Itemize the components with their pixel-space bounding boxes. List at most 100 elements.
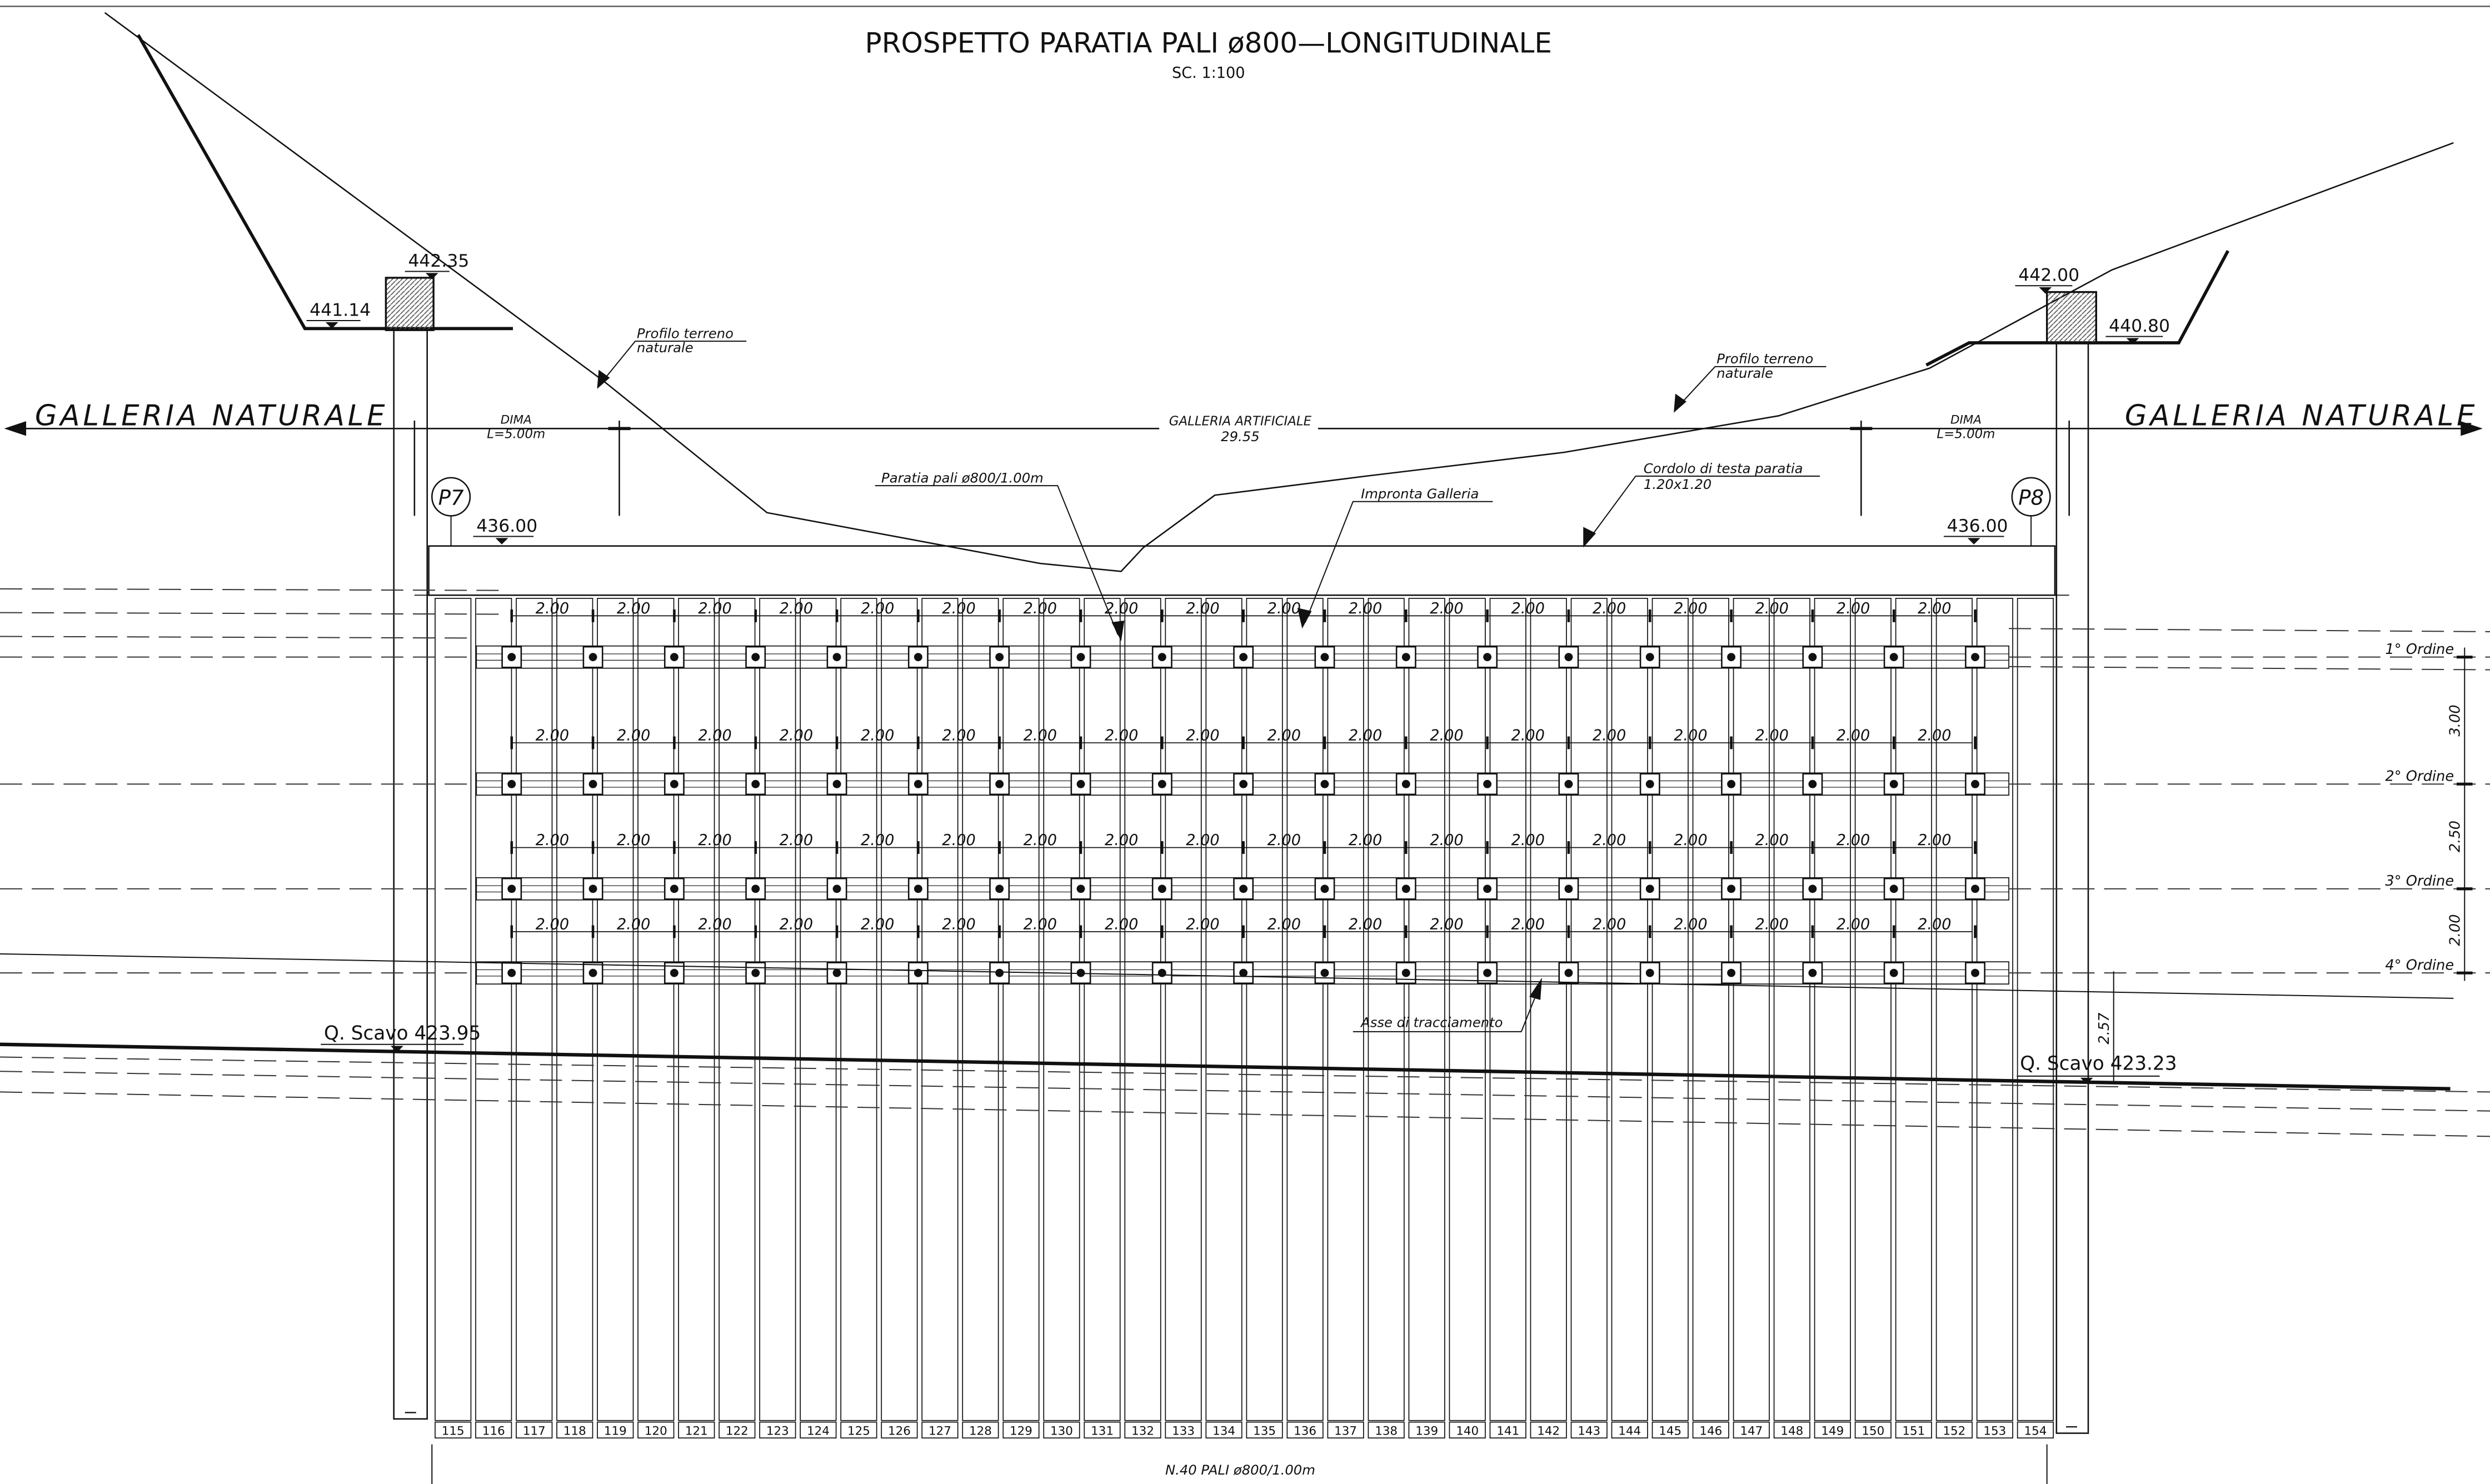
- anchor-head: [1971, 968, 1979, 977]
- bottom-note: N.40 PALI ø800/1.00m: [1165, 1462, 1315, 1478]
- spacing-label: 2.00: [1105, 832, 1138, 849]
- anchor-head: [1889, 885, 1898, 893]
- spacing-label: 2.00: [617, 727, 650, 745]
- spacing-label: 2.00: [1430, 727, 1463, 745]
- pile-number-label: 132: [1131, 1424, 1154, 1438]
- pile-141: [1489, 598, 1526, 1421]
- spacing-label: 2.00: [1268, 727, 1301, 745]
- anchor-head: [507, 780, 516, 788]
- pile-128: [962, 598, 999, 1421]
- pile-130: [1043, 598, 1080, 1421]
- pile-number-box: [1286, 1421, 1324, 1439]
- pile-number-label: 142: [1537, 1424, 1560, 1438]
- pile-133: [1165, 598, 1202, 1421]
- pile-number-box: [1733, 1421, 1770, 1439]
- pile-number-label: 124: [807, 1424, 830, 1438]
- pile-number-label: 154: [2024, 1424, 2047, 1438]
- pile-number-box: [1935, 1421, 1973, 1439]
- pile-number-box: [1124, 1421, 1161, 1439]
- pile-number-label: 129: [1010, 1424, 1032, 1438]
- spacing-label: 2.00: [1349, 727, 1382, 745]
- pile-number-label: 115: [442, 1424, 465, 1438]
- anchor-head: [1808, 653, 1817, 662]
- pile-number-box: [881, 1421, 918, 1439]
- drawing-scale: SC. 1:100: [1172, 64, 1245, 82]
- anchor-plate: [1314, 773, 1335, 796]
- anchor-head: [1564, 885, 1573, 893]
- profilo-left-label-1: Profilo terreno: [637, 325, 733, 341]
- pile-129: [1002, 598, 1040, 1421]
- asse-label: Asse di tracciamento: [1360, 1014, 1503, 1030]
- galleria-artificiale-length: 29.55: [1221, 428, 1259, 444]
- paratia-label: Paratia pali ø800/1.00m: [881, 469, 1044, 486]
- pile-152: [1935, 598, 1973, 1421]
- anchor-plate: [1233, 877, 1254, 900]
- anchor-plate: [1965, 877, 1985, 900]
- anchor-head: [1320, 653, 1329, 662]
- spacing-label: 2.00: [861, 832, 894, 849]
- pile-121: [678, 598, 715, 1421]
- elevation-cordolo-left: 436.00: [476, 516, 537, 536]
- pile-number-box: [516, 1421, 553, 1439]
- anchor-head: [1808, 885, 1817, 893]
- anchor-head: [995, 653, 1004, 662]
- anchor-head: [1483, 780, 1492, 788]
- pile-number-box: [1651, 1421, 1689, 1439]
- spacing-label: 2.00: [780, 832, 813, 849]
- galleria-naturale-right: GALLERIA NATURALE: [2125, 399, 2478, 433]
- pile-number-label: 140: [1456, 1424, 1479, 1438]
- pile-number-box: [1692, 1421, 1729, 1439]
- impronta-label: Impronta Galleria: [1361, 486, 1479, 502]
- elevation-right-berm: 440.80: [2109, 316, 2170, 336]
- spacing-label: 2.00: [1837, 600, 1870, 617]
- pile-number-label: 119: [604, 1424, 627, 1438]
- pile-number-label: 152: [1943, 1424, 1965, 1438]
- order-1-label: 1° Ordine: [2385, 641, 2454, 658]
- anchor-head: [1645, 780, 1654, 788]
- anchor-head: [588, 885, 597, 893]
- anchor-head: [670, 968, 678, 977]
- spacing-label: 2.00: [1105, 727, 1138, 745]
- spacing-label: 2.00: [1105, 916, 1138, 933]
- pile-group: [435, 598, 2054, 1421]
- anchor-rows: 2.00 2.00 2.00 2.00 2.00 2.00 2.00 2.00 2.00 2.00…: [476, 600, 2009, 985]
- spacing-label: 2.00: [1755, 916, 1789, 933]
- pile-number-label: 125: [847, 1424, 870, 1438]
- end-pile-p8: [2055, 342, 2089, 1434]
- spacing-label: 2.00: [780, 727, 813, 745]
- anchor-head: [1320, 968, 1329, 977]
- spacing-label: 2.00: [1268, 916, 1301, 933]
- anchor-head: [1239, 885, 1248, 893]
- anchor-plate: [1070, 646, 1091, 668]
- pile-number-box: [800, 1421, 837, 1439]
- spacing-label: 2.00: [1593, 727, 1626, 745]
- anchor-head: [995, 780, 1004, 788]
- anchor-head: [1727, 885, 1735, 893]
- spacing-label: 2.00: [617, 832, 650, 849]
- pile-120: [637, 598, 675, 1421]
- order-2-label: 2° Ordine: [2385, 768, 2454, 785]
- spacing-label: 2.00: [1349, 832, 1382, 849]
- drawing-title: PROSPETTO PARATIA PALI ø800—LONGITUDINAL…: [865, 27, 1552, 59]
- order-3-label: 3° Ordine: [2385, 873, 2454, 890]
- anchor-head: [507, 885, 516, 893]
- pile-number-box: [1084, 1421, 1121, 1439]
- spacing-label: 2.00: [1186, 600, 1219, 617]
- pile-149: [1814, 598, 1851, 1421]
- anchor-head: [1320, 780, 1329, 788]
- anchor-head: [1157, 968, 1166, 977]
- pile-123: [759, 598, 796, 1421]
- anchor-head: [670, 653, 678, 662]
- anchor-head: [1727, 653, 1735, 662]
- spacing-label: 2.00: [617, 600, 650, 617]
- leader-lines: [600, 341, 1827, 1032]
- pile-number-box: [1449, 1421, 1486, 1439]
- anchor-head: [1239, 653, 1248, 662]
- pile-number-label: 153: [1983, 1424, 2006, 1438]
- anchor-plate: [989, 962, 1010, 985]
- pile-number-box: [921, 1421, 959, 1439]
- pile-number-label: 138: [1375, 1424, 1398, 1438]
- pile-115: [435, 598, 472, 1421]
- pile-125: [840, 598, 877, 1421]
